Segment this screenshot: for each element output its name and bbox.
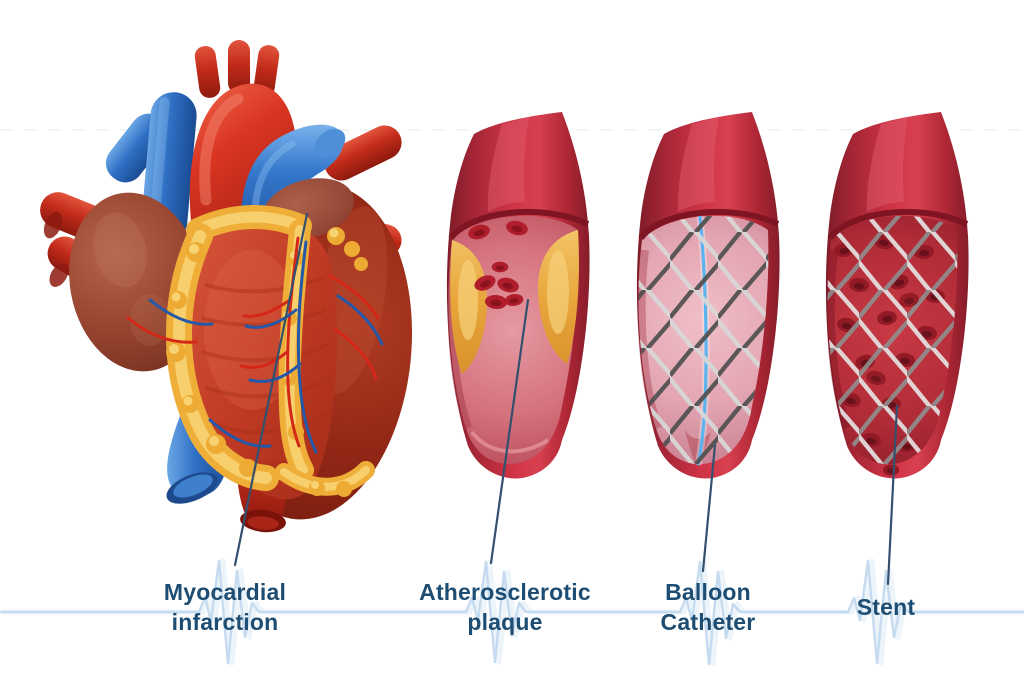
label-line: infarction	[171, 609, 279, 635]
stent-mesh	[827, 215, 958, 465]
artery-with-atherosclerotic-plaque	[446, 112, 590, 479]
pointer-stent	[886, 404, 899, 586]
ecg-heartbeat-trace	[0, 558, 1024, 667]
label-myocardial-infarction: Myocardial infarction	[110, 577, 340, 637]
aorta	[189, 40, 297, 240]
label-line: Atherosclerotic	[419, 579, 591, 605]
artery-with-stent	[825, 112, 979, 479]
pointer-myocardial-infarction	[233, 212, 309, 567]
label-line: Catheter	[660, 609, 756, 635]
heart-illustration	[40, 40, 413, 533]
epicardial-fat	[166, 205, 375, 497]
label-line: Stent	[856, 594, 916, 620]
plaque-deposit	[450, 230, 579, 374]
label-balloon-catheter: Balloon Catheter	[618, 577, 798, 637]
coronary-veins	[148, 240, 384, 454]
artery-with-balloon-catheter	[636, 112, 790, 479]
stent-mesh	[638, 215, 769, 465]
pointer-balloon-catheter	[701, 443, 717, 573]
label-line: Myocardial	[163, 579, 287, 605]
pointer-lines	[233, 212, 899, 586]
label-atherosclerotic-plaque: Atherosclerotic plaque	[390, 577, 620, 637]
pointer-atherosclerotic-plaque	[489, 298, 530, 565]
label-stent: Stent	[806, 592, 966, 622]
label-line: plaque	[467, 609, 543, 635]
label-line: Balloon	[665, 579, 751, 605]
